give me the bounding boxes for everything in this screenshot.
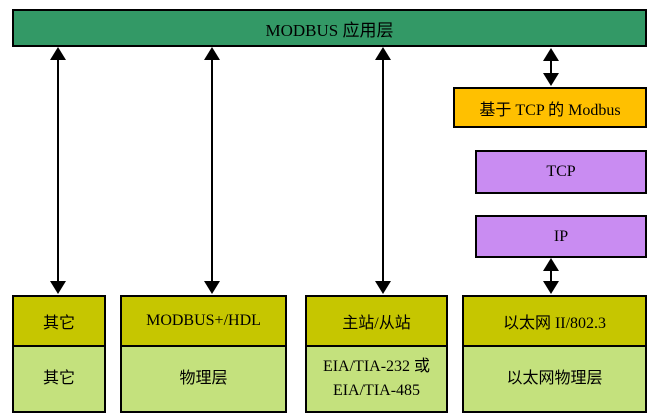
stack-serial: 主站/从站 EIA/TIA-232 或 EIA/TIA-485 — [305, 295, 448, 413]
ip-label: IP — [553, 227, 569, 245]
arrow-up-icon — [543, 258, 559, 271]
stack-other: 其它 其它 — [12, 295, 106, 413]
arrow-down-icon — [50, 281, 66, 294]
modbus-application-layer-label: MODBUS 应用层 — [265, 20, 394, 40]
double-arrow — [204, 47, 220, 294]
modbus-over-tcp-label: 基于 TCP 的 Modbus — [479, 101, 621, 119]
arrow-shaft — [57, 60, 59, 281]
stack-other-lower-label: 其它 — [42, 370, 75, 387]
arrow-shaft — [550, 271, 552, 281]
stack-serial-upper-label: 主站/从站 — [342, 315, 411, 332]
stack-modbus-plus: MODBUS+/HDL 物理层 — [120, 295, 287, 413]
arrow-shaft — [550, 61, 552, 73]
tcp-label: TCP — [546, 163, 576, 180]
stack-other-lower-box: 其它 — [12, 347, 106, 413]
arrow-up-icon — [204, 47, 220, 60]
tcp-box: TCP — [475, 150, 647, 194]
double-arrow — [50, 47, 66, 294]
double-arrow — [375, 47, 391, 294]
ip-box: IP — [475, 215, 647, 258]
modbus-over-tcp-box: 基于 TCP 的 Modbus — [453, 87, 647, 128]
arrow-down-icon — [375, 281, 391, 294]
arrow-up-icon — [375, 47, 391, 60]
stack-serial-lower-box: EIA/TIA-232 或 EIA/TIA-485 — [305, 347, 448, 413]
stack-modbus-plus-lower-label: 物理层 — [179, 370, 228, 387]
modbus-application-layer-box: MODBUS 应用层 — [12, 9, 647, 47]
arrow-down-icon — [543, 281, 559, 294]
arrow-down-icon — [543, 73, 559, 86]
arrow-up-icon — [543, 48, 559, 61]
stack-ethernet-lower-box: 以太网物理层 — [462, 347, 647, 413]
stack-ethernet-lower-label: 以太网物理层 — [506, 370, 603, 387]
arrow-shaft — [382, 60, 384, 281]
double-arrow — [543, 258, 559, 294]
stack-ethernet: 以太网 II/802.3 以太网物理层 — [462, 295, 647, 413]
stack-ethernet-upper-box: 以太网 II/802.3 — [462, 295, 647, 347]
arrow-shaft — [211, 60, 213, 281]
arrow-down-icon — [204, 281, 220, 294]
double-arrow — [543, 48, 559, 86]
stack-modbus-plus-upper-label: MODBUS+/HDL — [146, 312, 261, 329]
arrow-up-icon — [50, 47, 66, 60]
stack-serial-lower-label-line2: EIA/TIA-485 — [332, 382, 421, 399]
stack-ethernet-upper-label: 以太网 II/802.3 — [502, 315, 607, 332]
stack-modbus-plus-lower-box: 物理层 — [120, 347, 287, 413]
stack-other-upper-label: 其它 — [42, 315, 75, 332]
stack-other-upper-box: 其它 — [12, 295, 106, 347]
stack-serial-upper-box: 主站/从站 — [305, 295, 448, 347]
stack-serial-lower-label-line1: EIA/TIA-232 或 — [322, 358, 431, 375]
stack-modbus-plus-upper-box: MODBUS+/HDL — [120, 295, 287, 347]
